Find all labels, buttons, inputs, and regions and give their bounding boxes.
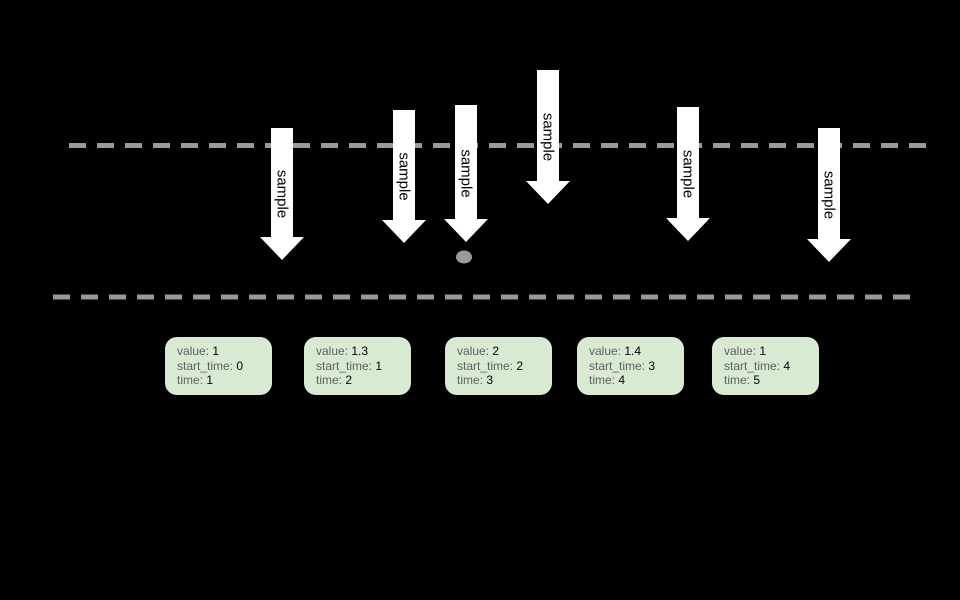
- time-value: 1: [206, 373, 214, 387]
- value-row: value: 1.4: [589, 344, 678, 359]
- start-time-row: start_time: 3: [589, 359, 678, 374]
- value-label: value:: [589, 344, 622, 358]
- sample-arrow-label: sample: [274, 170, 291, 218]
- time-value: 4: [618, 373, 626, 387]
- start-time-label: start_time:: [589, 358, 646, 373]
- start-time-value: 1: [375, 358, 383, 373]
- sample-arrows-group: sample sample sample sample sample sample: [260, 70, 851, 262]
- time-label: time:: [589, 373, 616, 387]
- sample-arrow: [260, 128, 304, 260]
- value-label: value:: [457, 344, 490, 358]
- start-time-label: start_time:: [177, 358, 234, 373]
- start-time-row: start_time: 4: [724, 359, 813, 374]
- sample-arrow-label: sample: [458, 149, 475, 197]
- sample-arrow-label: sample: [540, 113, 557, 161]
- start-time-row: start_time: 1: [316, 359, 405, 374]
- time-label: time:: [724, 373, 751, 387]
- sample-arrow: [382, 110, 426, 243]
- value-value: 1: [759, 344, 767, 358]
- value-row: value: 1: [724, 344, 813, 359]
- sample-result-box: value: 1 start_time: 4 time: 5: [712, 337, 819, 395]
- sample-arrow: [807, 128, 851, 262]
- start-time-row: start_time: 2: [457, 359, 546, 374]
- start-time-label: start_time:: [724, 358, 781, 373]
- sample-arrow-label: sample: [680, 150, 697, 198]
- time-label: time:: [316, 373, 343, 387]
- value-value: 2: [492, 344, 500, 358]
- value-row: value: 1.3: [316, 344, 405, 359]
- value-label: value:: [724, 344, 757, 358]
- sample-arrow-label: sample: [821, 171, 838, 219]
- value-value: 1.4: [624, 344, 642, 358]
- sample-result-box: value: 2 start_time: 2 time: 3: [445, 337, 552, 395]
- sample-arrow: [444, 105, 488, 242]
- sample-arrow: [526, 70, 570, 204]
- time-row: time: 5: [724, 373, 813, 388]
- data-point-dot: [456, 250, 472, 264]
- value-label: value:: [316, 344, 349, 358]
- time-value: 5: [753, 373, 761, 387]
- value-row: value: 1: [177, 344, 266, 359]
- start-time-label: start_time:: [316, 358, 373, 373]
- sample-result-box: value: 1.3 start_time: 1 time: 2: [304, 337, 411, 395]
- start-time-value: 2: [516, 358, 524, 373]
- sample-arrow: [666, 107, 710, 241]
- start-time-value: 3: [648, 358, 656, 373]
- sample-result-box: value: 1 start_time: 0 time: 1: [165, 337, 272, 395]
- time-row: time: 4: [589, 373, 678, 388]
- time-label: time:: [177, 373, 204, 387]
- time-value: 3: [486, 373, 494, 387]
- start-time-value: 4: [783, 358, 791, 373]
- value-value: 1.3: [351, 344, 369, 358]
- sample-result-box: value: 1.4 start_time: 3 time: 4: [577, 337, 684, 395]
- start-time-label: start_time:: [457, 358, 514, 373]
- time-row: time: 1: [177, 373, 266, 388]
- time-label: time:: [457, 373, 484, 387]
- time-value: 2: [345, 373, 353, 387]
- start-time-row: start_time: 0: [177, 359, 266, 374]
- time-row: time: 3: [457, 373, 546, 388]
- value-row: value: 2: [457, 344, 546, 359]
- value-label: value:: [177, 344, 210, 358]
- sample-arrow-label: sample: [396, 152, 413, 200]
- time-row: time: 2: [316, 373, 405, 388]
- value-value: 1: [212, 344, 220, 358]
- start-time-value: 0: [236, 358, 244, 373]
